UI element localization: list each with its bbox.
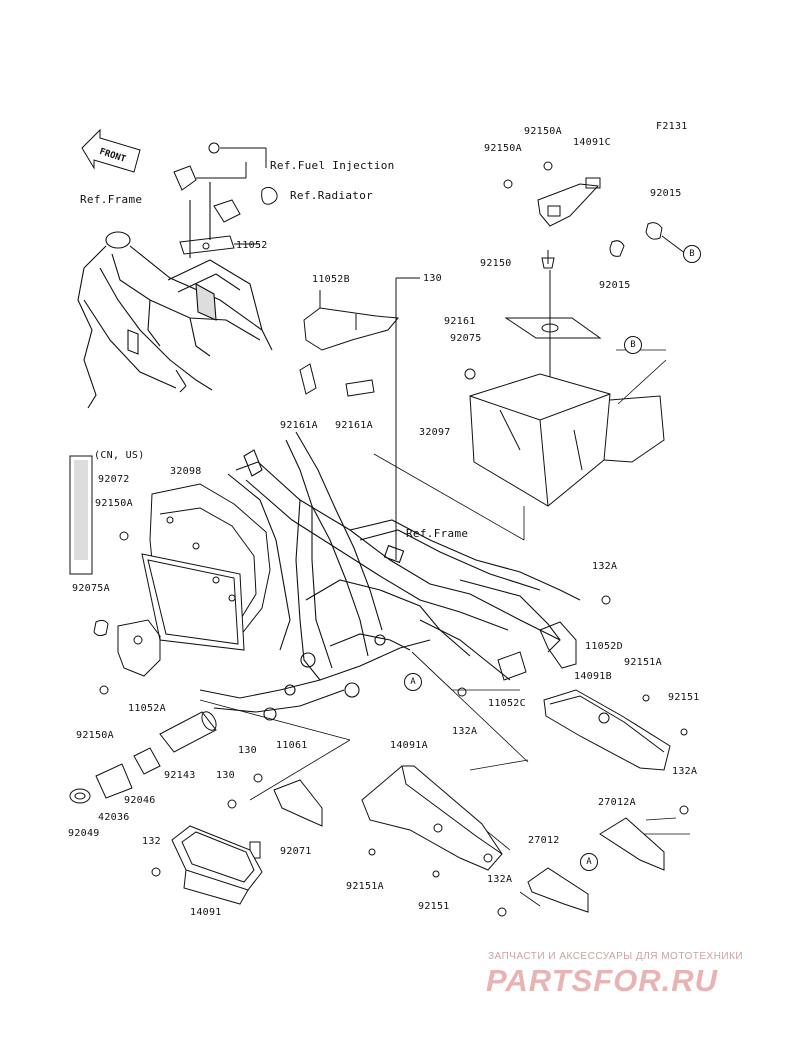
- part-92071: 92071: [280, 846, 312, 857]
- part-130-a: 130: [238, 745, 257, 756]
- part-14091C: 14091C: [573, 137, 611, 148]
- top-right-fasteners: [503, 161, 687, 269]
- watermark-tagline: ЗАПЧАСТИ И АКСЕССУАРЫ ДЛЯ МОТОТЕХНИКИ: [488, 951, 744, 962]
- part-11052D: 11052D: [585, 641, 623, 652]
- part-42036: 42036: [98, 812, 130, 823]
- fuel-injection-sensors: [173, 142, 278, 255]
- part-132A-2: 132A: [452, 726, 478, 737]
- part-92151-right: 92151: [668, 692, 700, 703]
- bracket-11052A: [93, 531, 161, 695]
- part-11052C: 11052C: [488, 698, 526, 709]
- part-14091B: 14091B: [574, 671, 612, 682]
- part-92161A-right: 92161A: [335, 420, 373, 431]
- part-32097: 32097: [419, 427, 451, 438]
- ref-radiator: Ref.Radiator: [290, 189, 374, 202]
- part-130-b: 130: [216, 770, 235, 781]
- part-27012A: 27012A: [598, 797, 636, 808]
- cover-14091B: [543, 689, 688, 771]
- part-11052A: 11052A: [128, 703, 166, 714]
- part-92161: 92161: [444, 316, 476, 327]
- collars: [69, 711, 217, 804]
- front-arrow-icon: FRONT: [81, 128, 141, 173]
- brackets-27012: [497, 805, 689, 917]
- watermark-logo: PARTSFOR.RU: [486, 963, 719, 998]
- part-92161A-left: 92161A: [280, 420, 318, 431]
- callout-a-left: A: [404, 673, 422, 691]
- ref-frame-mid: Ref.Frame: [406, 527, 469, 540]
- part-32098: 32098: [170, 466, 202, 477]
- part-92151A-bottom: 92151A: [346, 881, 384, 892]
- part-132A-1: 132A: [592, 561, 618, 572]
- part-14091: 14091: [190, 907, 222, 918]
- part-92075A: 92075A: [72, 583, 110, 594]
- brackets-11052C-D: [457, 595, 611, 697]
- part-132: 132: [142, 836, 161, 847]
- part-132A-4: 132A: [487, 874, 513, 885]
- cover-14091A: [361, 765, 503, 878]
- bracket-11052B: [299, 277, 420, 560]
- part-11052: 11052: [236, 240, 268, 251]
- ref-frame-top: Ref.Frame: [80, 193, 143, 206]
- part-92046: 92046: [124, 795, 156, 806]
- part-92015-b: 92015: [599, 280, 631, 291]
- part-14091A: 14091A: [390, 740, 428, 751]
- part-132A-3: 132A: [672, 766, 698, 777]
- part-92150A-top: 92150A: [524, 126, 562, 137]
- frame-upper-left: [77, 182, 273, 409]
- part-92143: 92143: [164, 770, 196, 781]
- region-note: (CN, US): [94, 450, 145, 461]
- part-11052B: 11052B: [312, 274, 350, 285]
- part-130-top: 130: [423, 273, 442, 284]
- ref-fuel-injection: Ref.Fuel Injection: [270, 159, 395, 172]
- battery-case-32097: [464, 270, 665, 507]
- figure-code: F2131: [656, 121, 688, 132]
- callout-b-top: B: [683, 245, 701, 263]
- part-92150A-second: 92150A: [484, 143, 522, 154]
- part-92049: 92049: [68, 828, 100, 839]
- part-27012: 27012: [528, 835, 560, 846]
- cover-14091: [171, 825, 263, 905]
- part-92072: 92072: [98, 474, 130, 485]
- side-cover-32098: [69, 455, 271, 651]
- part-92151A-right: 92151A: [624, 657, 662, 668]
- callout-b-mid: B: [624, 336, 642, 354]
- main-frame: [199, 431, 581, 721]
- callout-a-right: A: [580, 853, 598, 871]
- part-92151-bottom: 92151: [418, 901, 450, 912]
- part-92150A-bottom: 92150A: [76, 730, 114, 741]
- bracket-11061: [151, 773, 323, 877]
- part-11061: 11061: [276, 740, 308, 751]
- part-92150A-left: 92150A: [95, 498, 133, 509]
- part-92015-top: 92015: [650, 188, 682, 199]
- part-92075: 92075: [450, 333, 482, 344]
- part-92150: 92150: [480, 258, 512, 269]
